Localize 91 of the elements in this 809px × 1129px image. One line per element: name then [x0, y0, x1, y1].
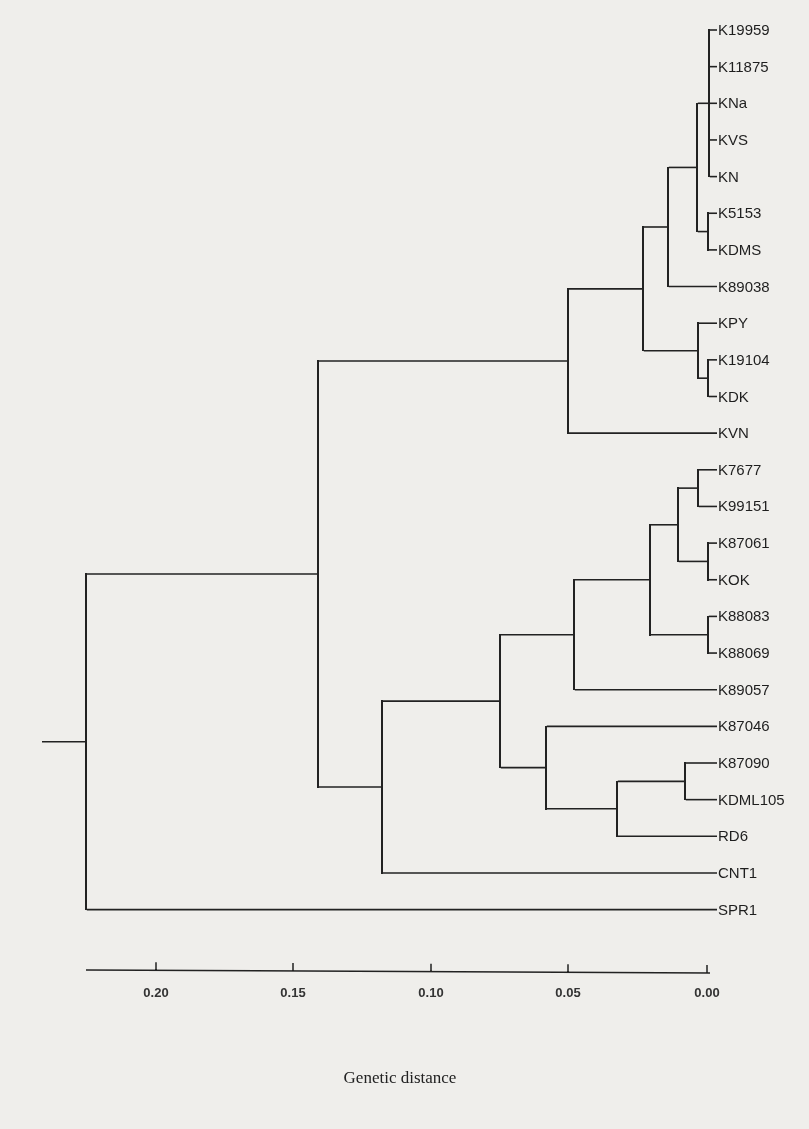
branch-line [617, 780, 685, 783]
branch-line [318, 786, 382, 788]
branch-node-line [573, 578, 575, 691]
taxon-label: KVS [718, 130, 748, 149]
branch-line [708, 578, 718, 581]
axis-tick-label: 0.00 [694, 985, 720, 1001]
branch-node-line [667, 166, 669, 288]
branch-line [546, 725, 718, 728]
axis-tick-label: 0.20 [143, 985, 169, 1001]
taxon-label: KVN [718, 424, 749, 443]
branch-line [574, 578, 650, 581]
branch-line [708, 249, 718, 251]
taxon-label: KDK [718, 387, 749, 406]
branch-node-line [707, 359, 709, 398]
taxon-label: K88083 [718, 607, 770, 626]
branch-node-line [317, 360, 319, 788]
branch-line [698, 322, 718, 324]
taxon-label: K87090 [718, 754, 770, 772]
branch-line [698, 377, 708, 379]
branch-line [698, 469, 718, 471]
branch-node-line [696, 102, 698, 233]
branch-node-line [567, 288, 569, 434]
branch-line [617, 835, 718, 838]
taxon-label: K87061 [718, 534, 770, 553]
branch-line [318, 360, 568, 362]
branch-line [708, 652, 718, 654]
branch-node-line [381, 700, 383, 874]
branch-node-line [616, 780, 618, 838]
branch-node-line [684, 762, 686, 801]
branch-node-line [707, 615, 709, 654]
branch-node-line [85, 573, 87, 911]
axis-title: Genetic distance [343, 1068, 457, 1088]
axis-tick-label: 0.05 [555, 985, 581, 1001]
taxon-label: K87046 [718, 717, 770, 736]
branch-node-line [697, 322, 699, 379]
branch-node-line [708, 29, 710, 178]
taxon-label: K88069 [718, 644, 770, 663]
taxon-label: KNa [718, 94, 748, 113]
taxon-label: KDMS [718, 240, 762, 259]
branch-line [685, 798, 718, 801]
branch-node-line [697, 469, 699, 508]
taxon-label: K5153 [718, 204, 762, 223]
taxon-label: K99151 [718, 497, 770, 516]
branch-line [574, 688, 718, 691]
taxon-label: KPY [718, 314, 748, 333]
taxon-label: K89057 [718, 680, 770, 699]
taxon-label: CNT1 [718, 863, 758, 882]
branch-node-line [677, 487, 679, 563]
taxon-label: K19959 [718, 21, 770, 39]
branch-node-line [642, 226, 644, 352]
taxon-label: K11875 [718, 57, 769, 76]
branch-line [708, 212, 718, 215]
branch-line [668, 166, 697, 169]
branch-line [86, 908, 718, 911]
branch-node-line [707, 212, 709, 251]
taxon-label: KOK [718, 570, 750, 589]
branch-node-line [545, 725, 547, 810]
branch-line [709, 29, 718, 31]
branch-line [568, 288, 643, 290]
branch-line [546, 808, 617, 810]
taxon-label: KN [718, 167, 739, 186]
branch-line [708, 359, 718, 361]
branch-line [650, 524, 678, 526]
axis-tick-label: 0.15 [280, 985, 306, 1001]
taxon-label: SPR1 [718, 900, 758, 919]
branch-line [668, 285, 718, 288]
branch-line [643, 349, 698, 352]
branch-line [86, 573, 318, 575]
branch-line [382, 872, 718, 874]
branch-node-line [499, 633, 501, 769]
branch-line [568, 432, 718, 434]
branch-line [709, 139, 718, 141]
branch-line [41, 741, 86, 743]
branch-line [708, 542, 718, 544]
taxon-label: RD6 [718, 827, 748, 846]
branch-line [678, 487, 698, 489]
branch-line [382, 700, 500, 702]
branch-node-line [649, 523, 651, 636]
branch-line [643, 226, 668, 228]
taxon-label: K7677 [718, 460, 762, 479]
branch-line [650, 633, 708, 636]
taxon-label: KDML105 [718, 790, 785, 809]
branch-line [685, 762, 718, 764]
taxon-label: K89038 [718, 277, 770, 296]
axis-tick-label: 0.10 [418, 985, 444, 1001]
branch-line [698, 505, 718, 508]
branch-node-line [707, 542, 709, 581]
taxon-label: K19104 [718, 350, 770, 369]
branch-line [500, 633, 574, 636]
branch-line [500, 766, 546, 769]
branch-line [678, 560, 708, 563]
